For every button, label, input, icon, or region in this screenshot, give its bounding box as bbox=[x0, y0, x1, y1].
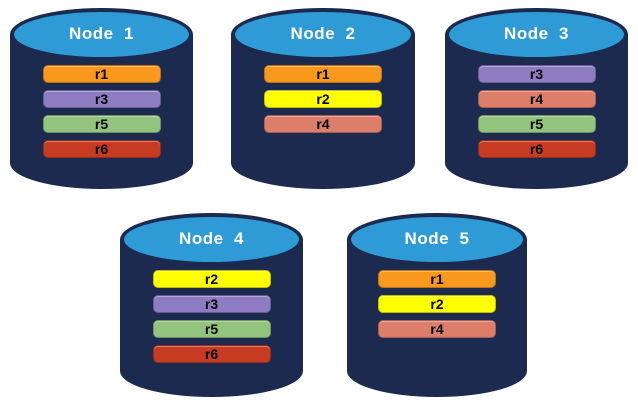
db-node-title: Node 3 bbox=[504, 24, 569, 43]
db-node-top: Node 1 bbox=[10, 8, 193, 61]
replica-bar-r5: r5 bbox=[152, 320, 271, 338]
replica-bar-r2: r2 bbox=[264, 90, 382, 108]
replica-bar-r6: r6 bbox=[477, 140, 596, 158]
replica-bar-label: r1 bbox=[94, 66, 109, 82]
replica-bar-r4: r4 bbox=[378, 320, 496, 338]
replica-bar-r4: r4 bbox=[477, 90, 596, 108]
replica-bar-r2: r2 bbox=[378, 295, 496, 313]
db-node-title: Node 1 bbox=[69, 24, 134, 43]
replica-bar-label: r2 bbox=[430, 296, 444, 312]
replica-bars: r2 r3 r5 r6 bbox=[152, 270, 271, 363]
replica-bar-r1: r1 bbox=[42, 65, 161, 83]
replica-bar-r1: r1 bbox=[378, 270, 496, 288]
replica-bar-r5: r5 bbox=[42, 115, 161, 133]
replica-bar-label: r4 bbox=[529, 91, 544, 107]
replica-bar-label: r5 bbox=[529, 116, 544, 132]
db-node-top: Node 5 bbox=[347, 213, 527, 266]
replica-bar-r2: r2 bbox=[152, 270, 271, 288]
replica-bar-r4: r4 bbox=[264, 115, 382, 133]
replica-bars: r1 r3 r5 r6 bbox=[42, 65, 161, 158]
replica-bar-label: r4 bbox=[430, 321, 444, 337]
replica-bar-r3: r3 bbox=[42, 90, 161, 108]
db-node-title: Node 5 bbox=[404, 229, 470, 248]
db-node-5: Node 5 r1 r2 r4 bbox=[347, 213, 527, 397]
replica-bar-r3: r3 bbox=[477, 65, 596, 83]
replica-bar-label: r1 bbox=[316, 66, 330, 82]
replica-bar-r6: r6 bbox=[42, 140, 161, 158]
replica-bar-label: r5 bbox=[94, 116, 109, 132]
replica-bar-label: r6 bbox=[529, 141, 544, 157]
db-node-2: Node 2 r1 r2 r4 bbox=[231, 8, 415, 189]
replica-bar-r6: r6 bbox=[152, 345, 271, 363]
replica-bars: r1 r2 r4 bbox=[264, 65, 382, 133]
replica-bar-r5: r5 bbox=[477, 115, 596, 133]
db-node-top: Node 4 bbox=[120, 213, 303, 266]
replica-bar-label: r3 bbox=[94, 91, 109, 107]
replica-bar-r3: r3 bbox=[152, 295, 271, 313]
replica-bar-label: r1 bbox=[430, 271, 444, 287]
db-node-3: Node 3 r3 r4 r5 r6 bbox=[445, 8, 628, 189]
replica-bars: r3 r4 r5 r6 bbox=[477, 65, 596, 158]
replica-bar-label: r2 bbox=[316, 91, 330, 107]
replica-bar-label: r3 bbox=[529, 66, 544, 82]
replica-bar-r1: r1 bbox=[264, 65, 382, 83]
replica-bars: r1 r2 r4 bbox=[378, 270, 496, 338]
replica-bar-label: r5 bbox=[204, 321, 219, 337]
db-node-1: Node 1 r1 r3 r5 r6 bbox=[10, 8, 193, 189]
replica-bar-label: r6 bbox=[94, 141, 109, 157]
db-node-4: Node 4 r2 r3 r5 r6 bbox=[120, 213, 303, 397]
db-node-title: Node 4 bbox=[179, 229, 244, 248]
db-node-top: Node 3 bbox=[445, 8, 628, 61]
db-node-top: Node 2 bbox=[231, 8, 415, 61]
replica-bar-label: r6 bbox=[204, 346, 219, 362]
replica-bar-label: r2 bbox=[204, 271, 219, 287]
db-node-title: Node 2 bbox=[290, 24, 356, 43]
replica-bar-label: r4 bbox=[316, 116, 330, 132]
replica-bar-label: r3 bbox=[204, 296, 219, 312]
